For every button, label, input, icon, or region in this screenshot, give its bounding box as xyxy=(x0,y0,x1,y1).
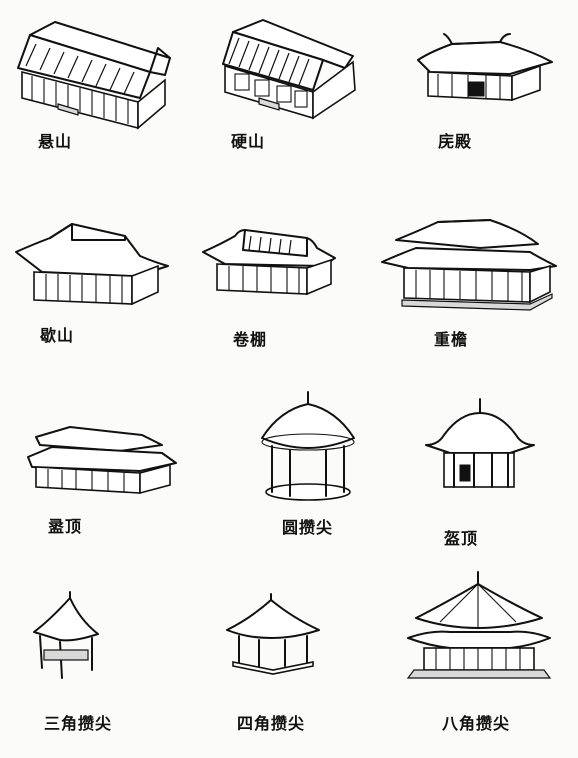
roof-type-yingshan: 硬山 xyxy=(195,0,385,160)
roof-type-yuan-cuanjian: 圆攒尖 xyxy=(250,380,370,550)
label-sanjiao: 三角攒尖 xyxy=(44,714,113,733)
label-chongyan: 重檐 xyxy=(434,330,469,349)
roof-type-xuanshan: 悬山 xyxy=(0,0,190,160)
roof-type-sanjiao: 三角攒尖 xyxy=(20,590,140,750)
ding-illustration xyxy=(27,426,177,495)
sanjiao-illustration xyxy=(33,591,99,679)
label-juanpeng: 卷棚 xyxy=(233,330,268,349)
roof-type-juanpeng: 卷棚 xyxy=(195,200,385,360)
bajiao-illustration xyxy=(406,571,552,679)
label-xuanshan: 悬山 xyxy=(38,132,73,151)
roof-type-wudian: 庑殿 xyxy=(390,0,578,160)
label-yuan-cuanjian: 圆攒尖 xyxy=(282,518,334,537)
label-xieshan: 歇山 xyxy=(40,326,75,345)
yingshan-illustration xyxy=(222,19,356,120)
yuan-cuanjian-illustration xyxy=(261,391,355,501)
chongyan-illustration xyxy=(381,219,557,311)
roof-type-chongyan: 重檐 xyxy=(380,200,578,360)
roof-type-bajiao: 八角攒尖 xyxy=(400,570,570,750)
label-wudian: 庑殿 xyxy=(438,132,473,151)
xuanshan-illustration xyxy=(17,21,171,130)
wudian-illustration xyxy=(417,33,553,102)
label-ding: 盝顶 xyxy=(48,517,83,536)
juanpeng-illustration xyxy=(202,229,336,296)
roof-type-sijiao: 四角攒尖 xyxy=(215,590,345,750)
roof-type-xieshan: 歇山 xyxy=(0,200,190,360)
sijiao-illustration xyxy=(226,593,320,675)
roof-type-ding: 盝顶 xyxy=(0,395,190,555)
label-ding2: 盔顶 xyxy=(444,529,479,548)
label-sijiao: 四角攒尖 xyxy=(237,714,306,733)
label-bajiao: 八角攒尖 xyxy=(442,714,511,733)
roof-type-ding2: 盔顶 xyxy=(420,395,540,550)
ding2-illustration xyxy=(425,398,535,488)
label-yingshan: 硬山 xyxy=(231,132,266,151)
xieshan-illustration xyxy=(15,223,169,306)
